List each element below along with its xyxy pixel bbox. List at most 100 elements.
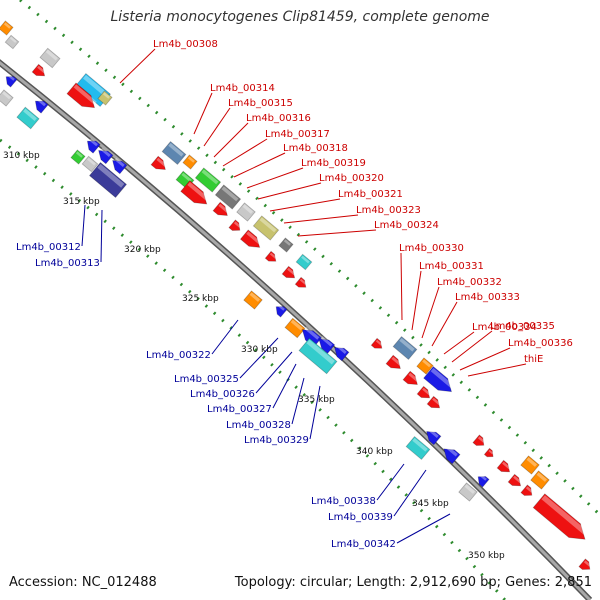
forward-gene xyxy=(236,202,256,222)
reverse-gene xyxy=(88,161,128,199)
forward-gene xyxy=(423,366,455,393)
reverse-gene xyxy=(318,336,336,354)
leader-line xyxy=(411,270,422,331)
forward-gene-label: Lm4b_00320 xyxy=(319,173,384,184)
tick-label: 315 kbp xyxy=(63,197,100,207)
leader-line xyxy=(222,138,268,167)
forward-gene xyxy=(483,447,494,458)
forward-gene-label: Lm4b_00314 xyxy=(210,83,275,94)
accession-text: Accession: NC_012488 xyxy=(9,575,157,590)
forward-gene xyxy=(520,455,540,475)
forward-gene xyxy=(161,141,187,165)
forward-gene xyxy=(4,34,20,50)
forward-gene xyxy=(97,90,113,106)
leader-line xyxy=(396,513,451,544)
backbone xyxy=(0,59,593,600)
forward-gene xyxy=(496,459,511,473)
forward-gene xyxy=(402,370,419,385)
reverse-gene xyxy=(284,317,306,339)
reverse-gene xyxy=(405,436,431,460)
reverse-gene xyxy=(443,445,461,465)
reverse-gene xyxy=(16,106,40,130)
forward-gene-label: Lm4b_00324 xyxy=(374,220,439,231)
forward-gene xyxy=(278,237,294,253)
leader-line xyxy=(257,182,322,200)
forward-gene-label: Lm4b_00334 xyxy=(472,322,537,333)
forward-gene xyxy=(252,215,280,241)
forward-gene xyxy=(385,354,402,369)
leader-line xyxy=(283,214,359,224)
reverse-gene xyxy=(86,138,101,154)
forward-gene-label: Lm4b_00318 xyxy=(283,143,348,154)
leader-line xyxy=(467,363,527,377)
genes xyxy=(0,20,591,570)
forward-gene xyxy=(392,336,418,360)
forward-gene-label: Lm4b_00332 xyxy=(437,277,502,288)
forward-gene xyxy=(39,47,61,69)
reverse-gene xyxy=(98,147,114,165)
leader-line xyxy=(239,337,279,379)
reverse-gene xyxy=(334,344,350,362)
forward-gene xyxy=(182,154,198,170)
leader-line xyxy=(272,363,297,409)
tick-label: 340 kbp xyxy=(356,447,393,457)
forward-gene-label: Lm4b_00323 xyxy=(356,205,421,216)
forward-gene xyxy=(294,276,307,288)
leader-line xyxy=(269,198,341,212)
reverse-gene xyxy=(426,428,442,446)
reverse-gene-label: Lm4b_00322 xyxy=(146,350,211,361)
forward-gene xyxy=(370,337,383,349)
forward-gene xyxy=(578,558,591,570)
forward-gene xyxy=(214,184,242,210)
leader-line xyxy=(443,331,475,355)
leader-line xyxy=(255,351,293,394)
tick-label: 330 kbp xyxy=(241,345,278,355)
reverse-gene-label: Lm4b_00342 xyxy=(331,539,396,550)
reverse-gene-label: Lm4b_00339 xyxy=(328,512,393,523)
reverse-gene xyxy=(458,482,478,502)
forward-gene-label: Lm4b_00330 xyxy=(399,243,464,254)
forward-gene xyxy=(0,20,14,36)
reverse-gene xyxy=(243,290,263,310)
tick-label: 350 kbp xyxy=(468,551,505,561)
forward-gene xyxy=(281,265,296,279)
leader-line xyxy=(291,377,305,425)
forward-gene-label: Lm4b_00308 xyxy=(153,39,218,50)
forward-gene xyxy=(264,250,277,262)
forward-gene xyxy=(472,434,485,446)
leader-line xyxy=(400,252,403,321)
reverse-gene xyxy=(5,74,18,88)
forward-gene xyxy=(520,484,533,496)
reverse-gene xyxy=(298,337,338,375)
reverse-gene xyxy=(112,157,128,175)
forward-gene xyxy=(532,493,589,540)
reverse-gene-label: Lm4b_00325 xyxy=(174,374,239,385)
reverse-gene-label: Lm4b_00338 xyxy=(311,496,376,507)
reverse-gene xyxy=(70,149,86,165)
leader-line xyxy=(100,209,103,263)
forward-gene xyxy=(150,155,167,170)
map-title: Listeria monocytogenes Clip81459, comple… xyxy=(110,9,490,25)
reverse-gene xyxy=(81,155,99,173)
leader-line xyxy=(211,319,239,355)
leader-line xyxy=(421,286,440,339)
forward-gene xyxy=(530,470,550,490)
leader-line xyxy=(376,463,405,501)
tick-label: 310 kbp xyxy=(3,151,40,161)
forward-gene xyxy=(194,167,222,193)
forward-gene xyxy=(66,82,97,109)
tick-label: 320 kbp xyxy=(124,245,161,255)
reverse-gene-label: Lm4b_00313 xyxy=(35,258,100,269)
forward-gene-label: Lm4b_00315 xyxy=(228,98,293,109)
forward-gene xyxy=(212,201,229,216)
forward-gene xyxy=(180,180,210,205)
forward-gene-label: Lm4b_00319 xyxy=(301,158,366,169)
reverse-gene-label: Lm4b_00327 xyxy=(207,404,272,415)
forward-gene-label: Lm4b_00321 xyxy=(338,189,403,200)
leader-line xyxy=(393,469,427,517)
forward-gene xyxy=(228,219,241,231)
forward-gene-label: Lm4b_00331 xyxy=(419,261,484,272)
reverse-gene xyxy=(477,474,490,488)
